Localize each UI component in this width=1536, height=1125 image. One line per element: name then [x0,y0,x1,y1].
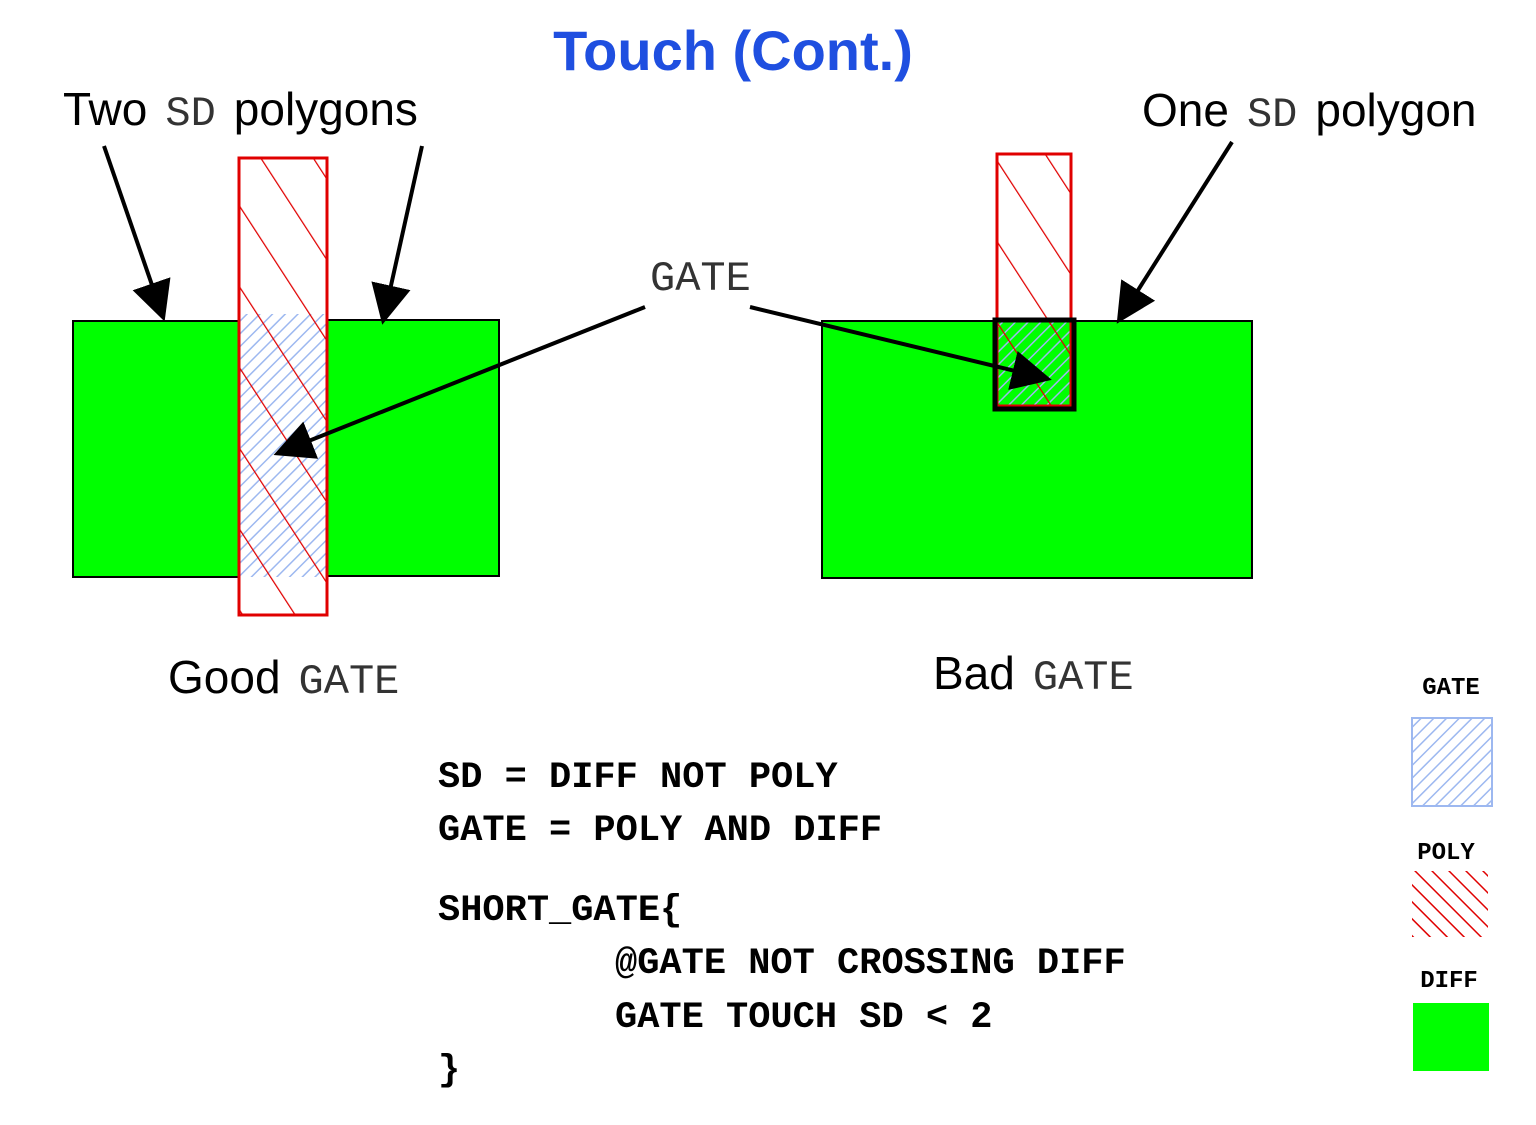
code-line-4: @GATE NOT CROSSING DIFF [615,943,1126,985]
arrow-to-one-sd [1116,140,1234,324]
code-block: SD = DIFF NOT POLY GATE = POLY AND DIFF … [438,757,1126,1092]
one-label-sd: SD [1247,91,1297,139]
good-gate-diagram [72,156,500,617]
good-caption-gate: GATE [299,658,400,706]
good-gate-caption: Good GATE [168,651,399,706]
two-sd-polygons-label: Two SD polygons [63,83,418,138]
gate-center-label: GATE [650,255,751,303]
good-poly-bar [237,156,329,617]
two-label-suffix: polygons [234,83,418,135]
two-label-prefix: Two [63,83,147,135]
bad-gate-caption: Bad GATE [933,647,1134,702]
code-line-2: GATE = POLY AND DIFF [438,810,882,852]
one-label-suffix: polygon [1315,84,1476,136]
one-sd-polygon-label: One SD polygon [1142,84,1477,139]
code-line-3: SHORT_GATE{ [438,890,682,932]
good-caption-prefix: Good [168,651,281,703]
legend-poly-label: POLY [1417,840,1475,867]
two-label-sd: SD [165,90,215,138]
bad-caption-gate: GATE [1033,654,1134,702]
legend-gate-swatch [1411,717,1493,807]
legend: GATE POLY DIFF [1411,675,1493,1071]
bad-gate-diagram [821,152,1253,579]
legend-diff-label: DIFF [1420,968,1478,995]
arrows [102,140,1234,459]
slide-title: Touch (Cont.) [553,19,913,82]
bad-caption-prefix: Bad [933,647,1015,699]
arrow-to-right-sd [371,145,424,325]
arrow-to-good-gate [273,305,646,459]
code-line-6: } [438,1050,460,1092]
legend-gate-label: GATE [1422,675,1480,702]
legend-diff-swatch [1413,1003,1489,1071]
good-diff-left [72,320,240,578]
code-line-1: SD = DIFF NOT POLY [438,757,838,799]
legend-poly-swatch [1412,871,1488,937]
arrow-to-bad-gate [749,305,1052,390]
code-line-5: GATE TOUCH SD < 2 [615,997,992,1039]
good-diff-right [326,319,500,577]
arrow-to-left-sd [102,145,171,322]
one-label-prefix: One [1142,84,1229,136]
